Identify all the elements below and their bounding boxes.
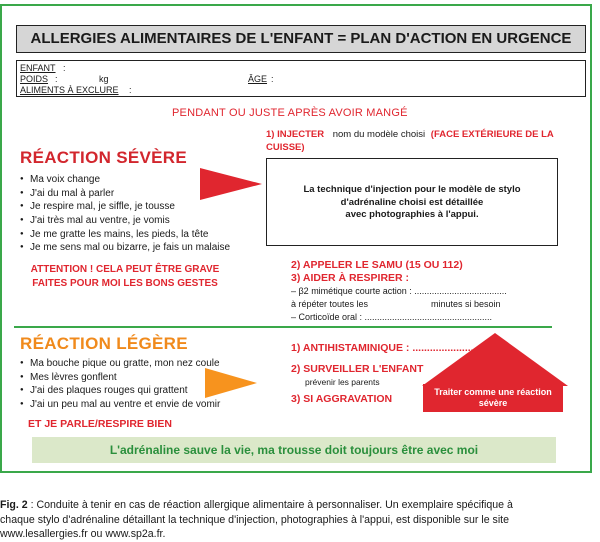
inject-face: (FACE EXTÉRIEURE DE LA: [430, 129, 554, 140]
list-item: Je me sens mal ou bizarre, je fais un ma…: [20, 241, 230, 255]
talk-breathe-note: ET JE PARLE/RESPIRE BIEN: [28, 418, 172, 430]
list-item: J'ai un peu mal au ventre et envie de vo…: [20, 398, 220, 412]
treat-line1: Traiter comme une réaction: [434, 387, 552, 397]
beta2-line: – β2 mimétique courte action : .........…: [291, 286, 507, 296]
inject-box-line3: avec photographies à l'appui.: [345, 209, 479, 220]
severe-reaction-title: RÉACTION SÉVÈRE: [20, 148, 187, 167]
injection-technique-box: La technique d'injection pour le modèle …: [266, 158, 558, 246]
severe-warning-line1: ATTENTION ! CELA PEUT ÊTRE GRAVE: [30, 264, 220, 275]
if-worsening: 3) SI AGGRAVATION: [291, 393, 393, 405]
enfant-label: ENFANT: [20, 63, 56, 73]
list-item: Je respire mal, je siffle, je tousse: [20, 200, 230, 214]
child-info-box: ENFANT : POIDS : kg ÂGE : ALIMENTS À EXC…: [16, 60, 586, 97]
timing-heading: PENDANT OU JUSTE APRÈS AVOIR MANGÉ: [172, 107, 408, 119]
inject-box-line1: La technique d'injection pour le modèle …: [303, 184, 521, 195]
treat-line2: sévère: [478, 398, 508, 408]
treat-as-severe-label: Traiter comme une réaction sévère: [423, 384, 563, 412]
list-item: J'ai très mal au ventre, je vomis: [20, 214, 230, 228]
plan-title: ALLERGIES ALIMENTAIRES DE L'ENFANT = PLA…: [16, 25, 586, 53]
inject-instruction: 1) INJECTER nom du modèle choisi (FACE E…: [266, 128, 576, 154]
severe-warning-line2: FAITES POUR MOI LES BONS GESTES: [32, 278, 218, 289]
repeat-minutes: minutes si besoin: [431, 299, 501, 309]
caption-line2: chaque stylo d'adrénaline détaillant la …: [0, 513, 510, 526]
corticoide-line: – Corticoïde oral : ....................…: [291, 312, 493, 322]
up-arrow-icon: [422, 333, 568, 386]
list-item: J'ai du mal à parler: [20, 187, 230, 201]
poids-colon: :: [55, 74, 58, 84]
kg-unit: kg: [99, 74, 109, 84]
severe-symptom-list: Ma voix change J'ai du mal à parler Je r…: [20, 173, 230, 255]
action-plan-frame: [0, 4, 592, 473]
caption-line1: : Conduite à tenir en cas de réaction al…: [27, 499, 513, 511]
section-divider: [14, 326, 552, 328]
list-item: Mes lèvres gonflent: [20, 371, 220, 385]
enfant-colon: :: [63, 63, 66, 73]
antihistamine-line: 1) ANTIHISTAMINIQUE : ..................…: [291, 342, 503, 354]
aliments-colon: :: [129, 85, 132, 95]
adrenaline-banner: L'adrénaline sauve la vie, ma trousse do…: [32, 437, 556, 463]
warn-parents: prévenir les parents: [305, 377, 380, 387]
inject-cuisse: CUISSE): [266, 142, 305, 153]
call-samu: 2) APPELER LE SAMU (15 OU 112): [291, 259, 463, 271]
severe-arrow-icon: [200, 168, 262, 200]
mild-reaction-title: RÉACTION LÉGÈRE: [20, 334, 188, 353]
mild-symptom-list: Ma bouche pique ou gratte, mon nez coule…: [20, 357, 220, 412]
age-label: ÂGE: [248, 74, 268, 84]
list-item: Je me gratte les mains, les pieds, la tê…: [20, 228, 230, 242]
list-item: J'ai des plaques rouges qui grattent: [20, 384, 220, 398]
poids-label: POIDS: [20, 74, 49, 84]
aliments-label: ALIMENTS À EXCLURE: [20, 85, 119, 95]
help-breathe: 3) AIDER À RESPIRER :: [291, 272, 410, 284]
inject-label: 1) INJECTER: [266, 129, 325, 140]
mild-arrow-icon: [205, 368, 257, 398]
age-colon: :: [271, 74, 274, 84]
list-item: Ma voix change: [20, 173, 230, 187]
inject-box-line2: d'adrénaline choisi est détaillée: [340, 196, 484, 208]
inject-model: nom du modèle choisi: [332, 129, 426, 140]
monitor-child: 2) SURVEILLER L'ENFANT: [291, 363, 424, 375]
caption-line3: www.lesallergies.fr ou www.sp2a.fr.: [0, 528, 166, 540]
list-item: Ma bouche pique ou gratte, mon nez coule: [20, 357, 220, 371]
figure-caption: Fig. 2 : Conduite à tenir en cas de réac…: [0, 498, 600, 542]
repeat-every: à répéter toutes les: [291, 299, 369, 309]
fig-label: Fig. 2: [0, 499, 28, 511]
